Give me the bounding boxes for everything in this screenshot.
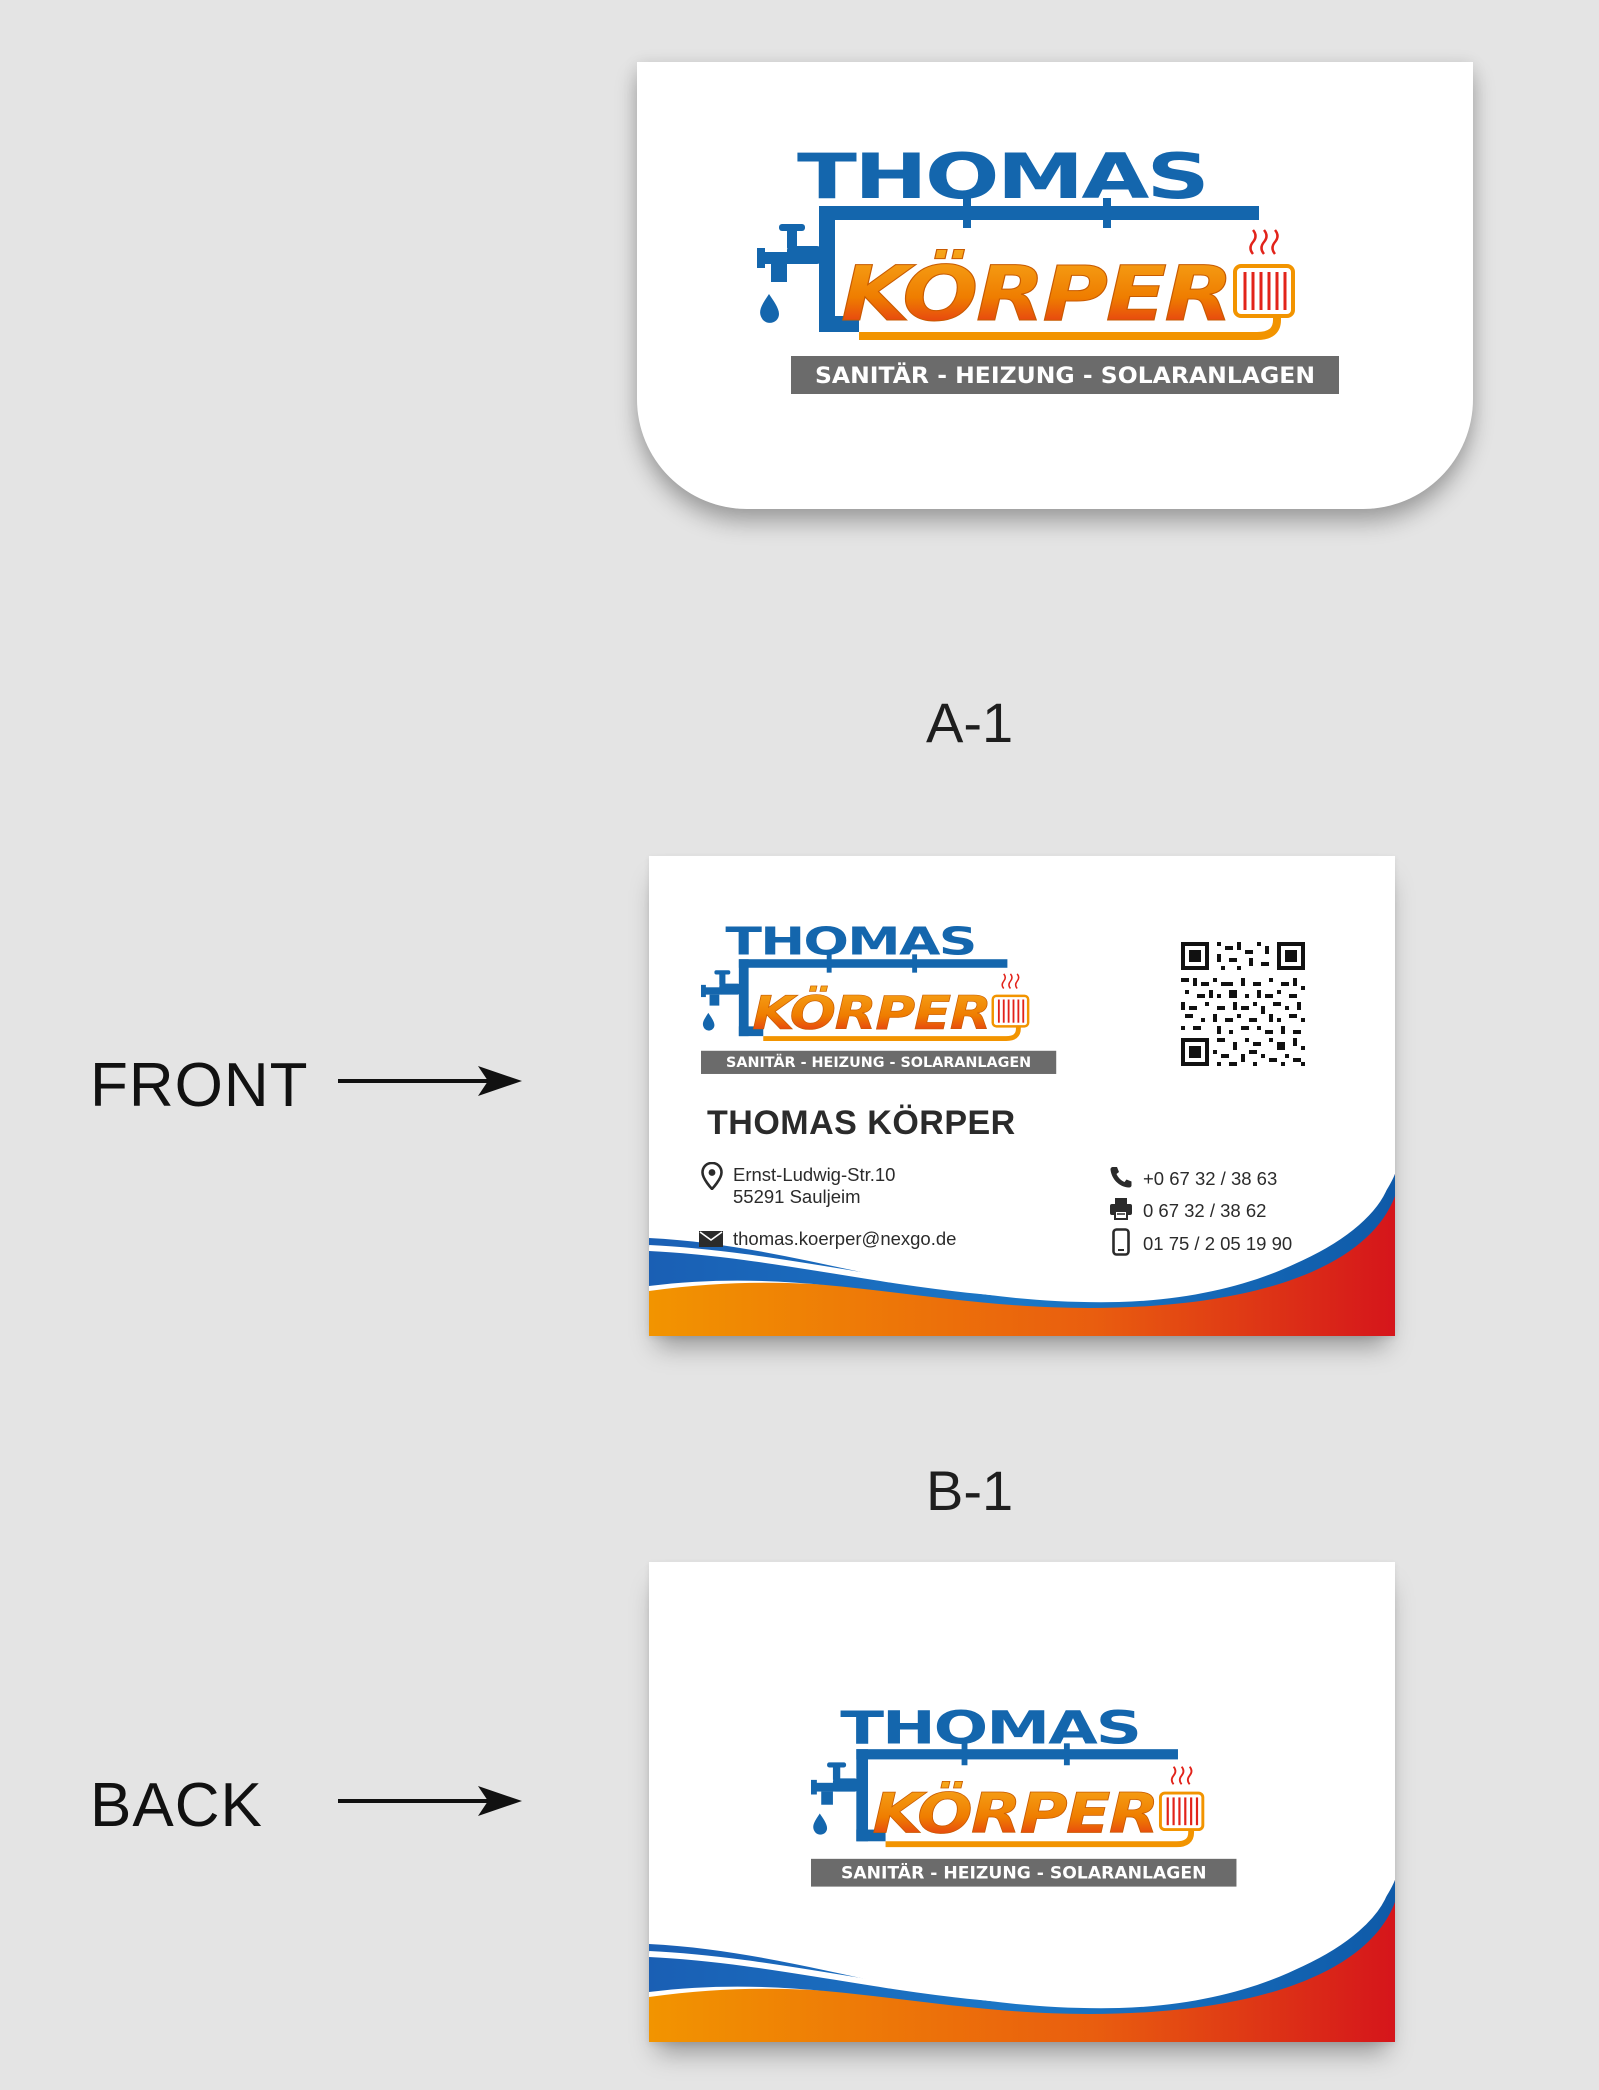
company-logo: THOMAS KÖRPER SANITÄR - HE (701, 919, 1057, 1090)
water-drop-icon (760, 294, 779, 323)
faucet-icon (811, 1762, 858, 1805)
tagline-bar (701, 1050, 1057, 1074)
front-label: FRONT (90, 1051, 309, 1120)
variant-label-b1: B-1 (926, 1459, 1014, 1522)
logo-thomas-text: THOMAS (725, 919, 975, 963)
radiator-icon (1233, 264, 1295, 318)
company-logo: THOMAS KÖRPER (757, 140, 1339, 412)
email-text[interactable]: thomas.koerper@nexgo.de (733, 1228, 957, 1249)
back-label: BACK (90, 1771, 263, 1840)
tagline-bar (791, 356, 1339, 394)
heat-waves-icon (1001, 973, 1020, 990)
card-waves (649, 1174, 1395, 1336)
mobile-text[interactable]: 01 75 / 2 05 19 90 (1143, 1233, 1293, 1254)
radiator-icon (1158, 1791, 1205, 1832)
envelope-icon (699, 1231, 723, 1247)
fax-text: 0 67 32 / 38 62 (1143, 1200, 1267, 1221)
back-arrow-icon (338, 1786, 522, 1816)
qr-code-icon (1181, 942, 1305, 1066)
faucet-icon (701, 970, 741, 1006)
fax-icon (1110, 1198, 1132, 1220)
front-business-card: THOMAS KÖRPER SANITÄR - HE (649, 856, 1395, 1336)
tagline-text: SANITÄR - HEIZUNG - SOLARANLAGEN (726, 1054, 1031, 1071)
mobile-phone-icon (1112, 1228, 1130, 1256)
front-arrow-icon (338, 1066, 522, 1096)
phone-text[interactable]: +0 67 32 / 38 63 (1143, 1168, 1278, 1189)
heat-waves-icon (1249, 229, 1279, 255)
radiator-icon (991, 994, 1030, 1028)
card-waves (649, 1880, 1395, 2042)
phone-icon (1110, 1167, 1132, 1188)
faucet-icon (757, 224, 821, 282)
address-line2: 55291 Sauljeim (733, 1186, 861, 1207)
logo-thomas-text: THOMAS (797, 140, 1207, 213)
water-drop-icon (813, 1813, 828, 1835)
address-line1: Ernst-Ludwig-Str.10 (733, 1164, 896, 1185)
logo-korper-text: KÖRPER (752, 986, 990, 1040)
tagline-bar (811, 1858, 1237, 1887)
logo-korper-text: KÖRPER (841, 248, 1231, 338)
pipe-graphic (819, 198, 1259, 332)
logo-korper-text: KÖRPER (872, 1782, 1157, 1847)
top-logo-card: THOMAS KÖRPER (637, 62, 1473, 509)
tagline-text: SANITÄR - HEIZUNG - SOLARANLAGEN (841, 1864, 1207, 1883)
back-business-card: THOMAS KÖRPER SANITÄR - HE (649, 1562, 1395, 2042)
person-name: THOMAS KÖRPER (707, 1104, 1016, 1142)
variant-label-a1: A-1 (926, 691, 1014, 754)
tagline-text: SANITÄR - HEIZUNG - SOLARANLAGEN (815, 361, 1315, 389)
logo-thomas-text: THOMAS (840, 1701, 1140, 1754)
heat-waves-icon (1170, 1766, 1193, 1785)
company-logo: THOMAS KÖRPER SANITÄR - HE (811, 1701, 1237, 1902)
location-pin-icon (701, 1162, 723, 1190)
water-drop-icon (702, 1012, 715, 1031)
